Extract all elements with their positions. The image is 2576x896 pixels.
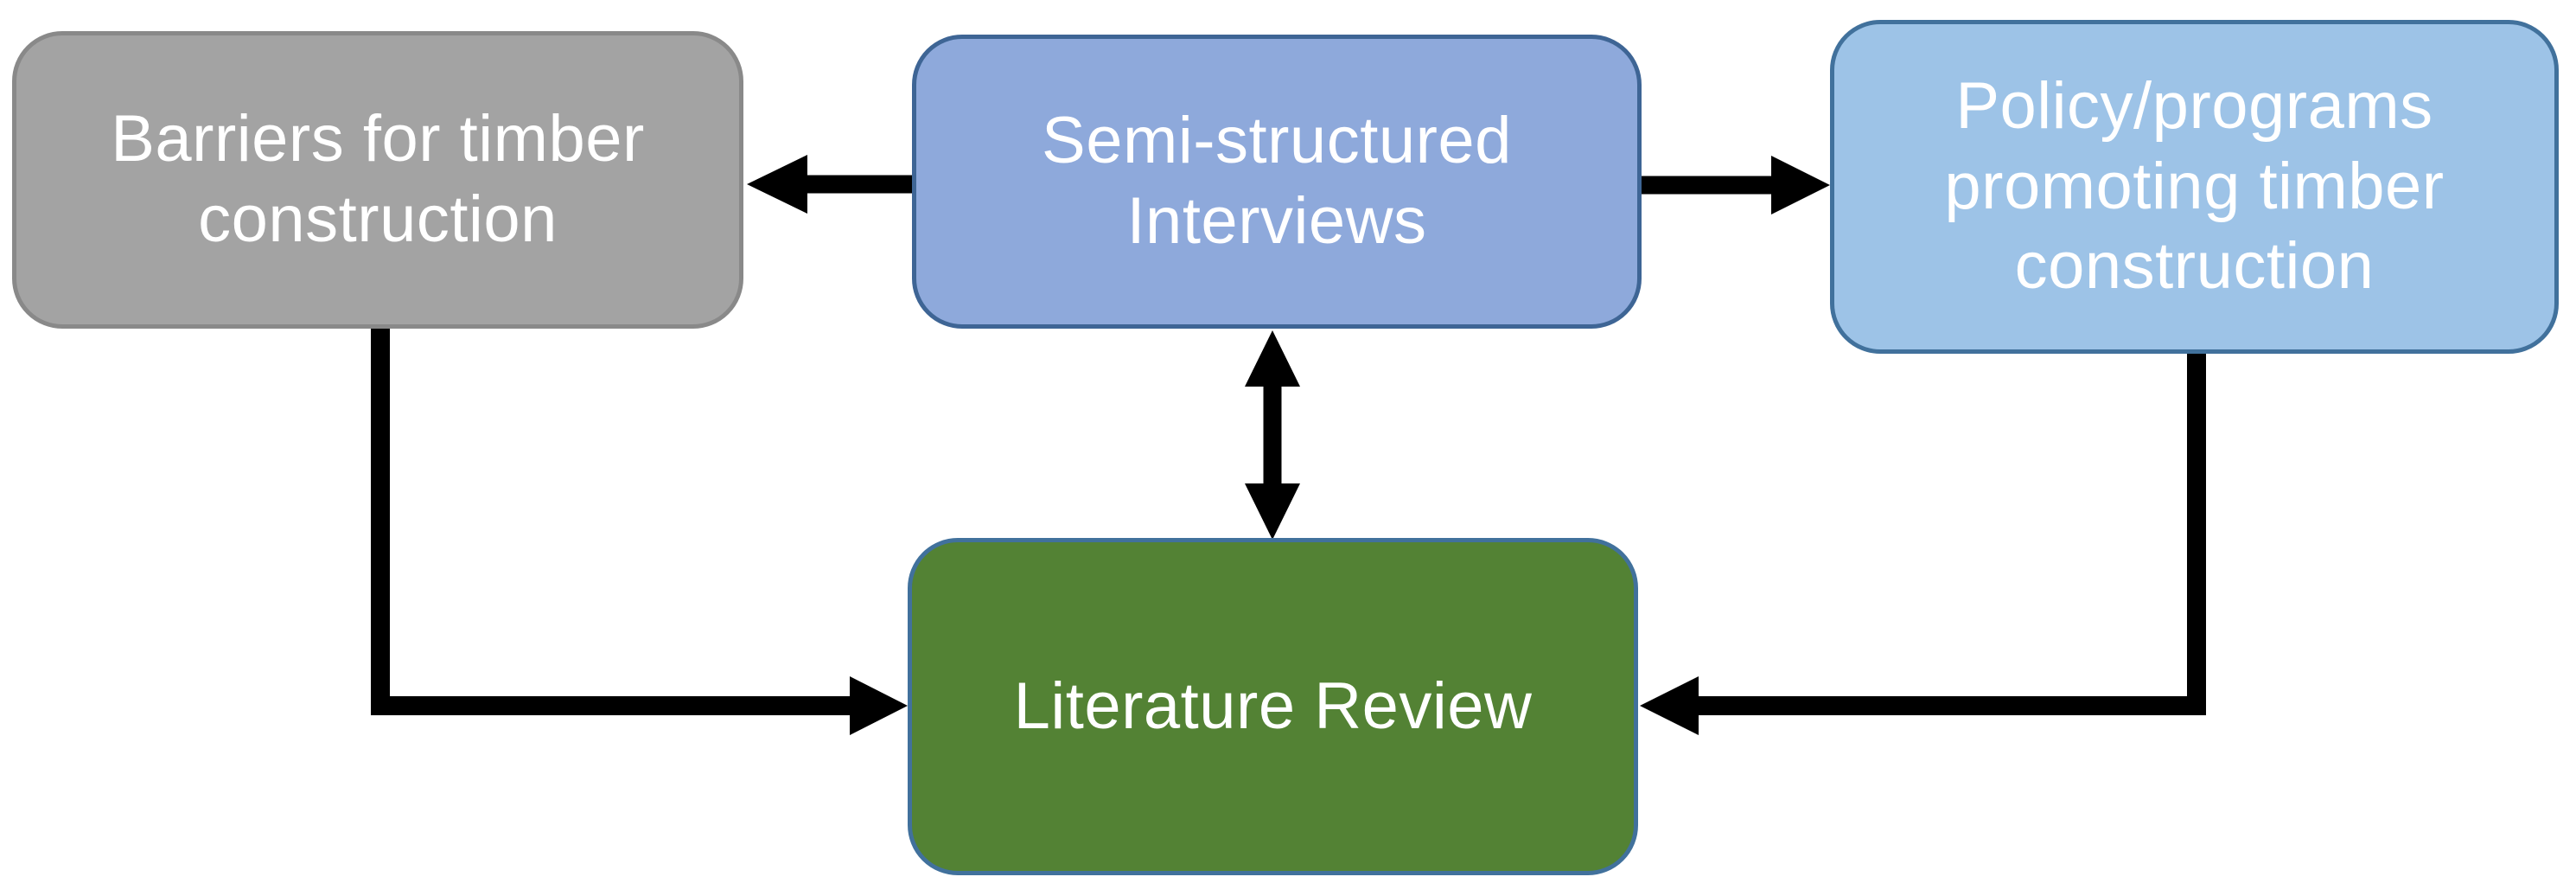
arrowhead-left-icon [1640, 676, 1699, 735]
arrow-interviews-to-policy [1638, 156, 1830, 214]
node-literature: Literature Review [908, 538, 1638, 875]
node-literature-label: Literature Review [1013, 669, 1533, 743]
arrow-barriers-to-literature [371, 326, 908, 735]
arrowhead-up-icon [1245, 330, 1300, 387]
arrow-policy-to-literature [1640, 351, 2206, 735]
node-policy-label: Policy/programs promoting timber constru… [1944, 68, 2445, 304]
node-barriers-label: Barriers for timber construction [111, 102, 645, 256]
node-interviews-label: Semi-structured Interviews [1042, 104, 1512, 258]
node-policy: Policy/programs promoting timber constru… [1830, 20, 2559, 354]
node-barriers: Barriers for timber construction [12, 31, 743, 329]
arrow-interviews-to-barriers [747, 155, 916, 214]
arrowhead-right-icon [850, 676, 908, 735]
arrowhead-right-icon [1771, 156, 1830, 214]
arrow-interviews-literature-double [1245, 330, 1300, 540]
arrowhead-left-icon [747, 155, 807, 214]
arrowhead-down-icon [1245, 483, 1300, 540]
node-interviews: Semi-structured Interviews [912, 35, 1642, 329]
